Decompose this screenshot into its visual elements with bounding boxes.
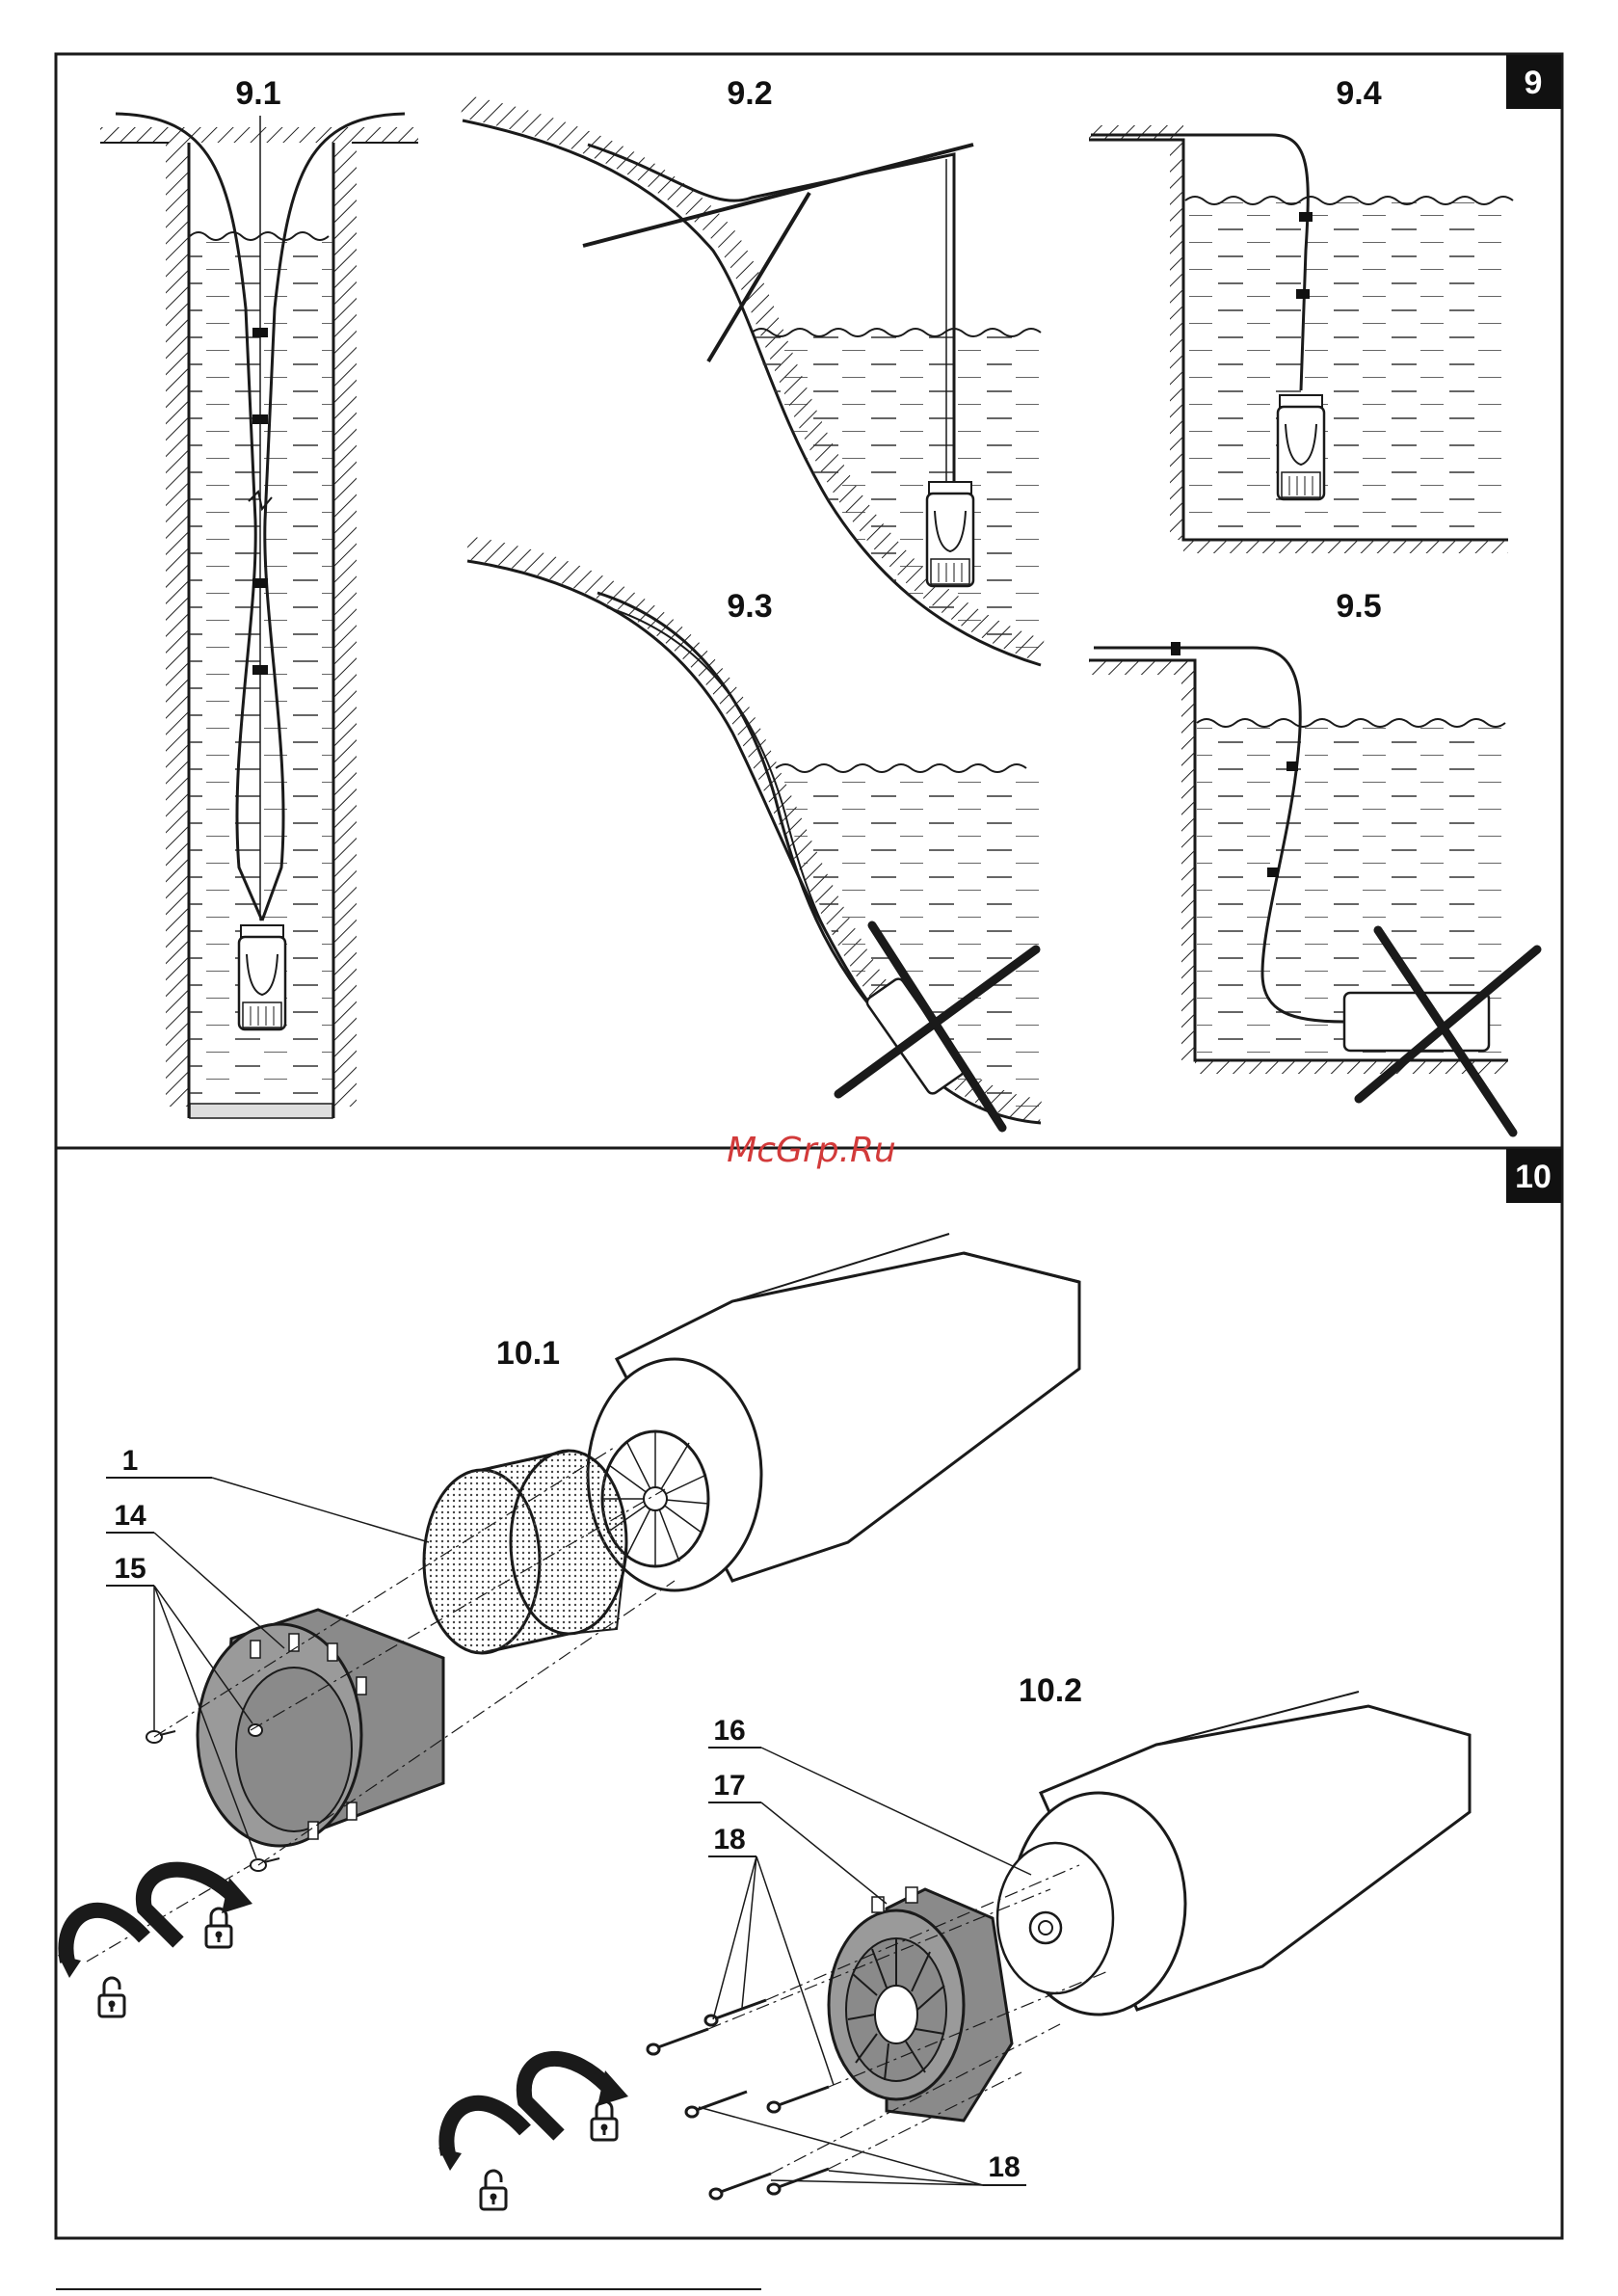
long-screws xyxy=(648,2000,829,2199)
figure-9-1: 9.1 xyxy=(100,75,418,1118)
figure-9-3-label: 9.3 xyxy=(727,588,772,625)
water-9-4 xyxy=(1185,202,1506,538)
part-label-1: 1 xyxy=(122,1445,139,1477)
pump-suspended xyxy=(927,482,973,586)
section-10-badge: 10 xyxy=(1506,1149,1561,1203)
figure-9-1-label: 9.1 xyxy=(235,75,280,112)
figure-10-2: 10.2 xyxy=(438,1672,1470,2209)
figure-10-2-label: 10.2 xyxy=(1019,1672,1082,1709)
ground-surface xyxy=(100,127,418,143)
pump-cover xyxy=(829,1887,1012,2121)
part-label-18-bottom: 18 xyxy=(988,2151,1020,2183)
unlock-icon xyxy=(99,1978,124,2016)
water-9-3 xyxy=(776,771,1041,1123)
figure-9-3: 9.3 xyxy=(467,547,1041,1128)
part-label-18-top: 18 xyxy=(713,1824,745,1855)
water-9-2 xyxy=(752,335,1041,665)
watermark: McGrp.Ru xyxy=(727,1131,896,1170)
section-10-badge-text: 10 xyxy=(1515,1159,1552,1195)
figure-9-5: 9.5 xyxy=(1089,588,1537,1133)
figure-9-4: 9.4 xyxy=(1089,75,1513,553)
figure-10-1-label: 10.1 xyxy=(496,1335,560,1372)
part-label-14: 14 xyxy=(114,1500,146,1532)
well-wall-left xyxy=(166,143,189,1107)
figure-9-4-label: 9.4 xyxy=(1336,75,1381,112)
figure-9-2-label: 9.2 xyxy=(727,75,772,112)
pump-lying-horizontal xyxy=(1344,993,1489,1051)
part-label-17: 17 xyxy=(713,1770,745,1802)
lock-icon xyxy=(206,1909,231,1947)
well-wall-right xyxy=(333,143,357,1107)
well-bottom xyxy=(190,1104,332,1118)
rotate-unlock-arrow xyxy=(66,1910,145,1962)
unlock-icon-2 xyxy=(481,2171,506,2209)
part-label-16: 16 xyxy=(713,1715,745,1747)
pump-upright-well xyxy=(239,925,285,1029)
rotate-unlock-arrow-2 xyxy=(446,2103,525,2154)
pump-upright-container xyxy=(1278,395,1324,499)
strainer-ring xyxy=(424,1451,626,1653)
figure-9-5-label: 9.5 xyxy=(1336,588,1381,625)
section-9-badge-text: 9 xyxy=(1525,65,1543,101)
lock-icon-2 xyxy=(592,2101,617,2140)
part-label-15: 15 xyxy=(114,1553,146,1585)
inlet-cover xyxy=(198,1610,443,1846)
section-9-badge: 9 xyxy=(1506,55,1561,109)
